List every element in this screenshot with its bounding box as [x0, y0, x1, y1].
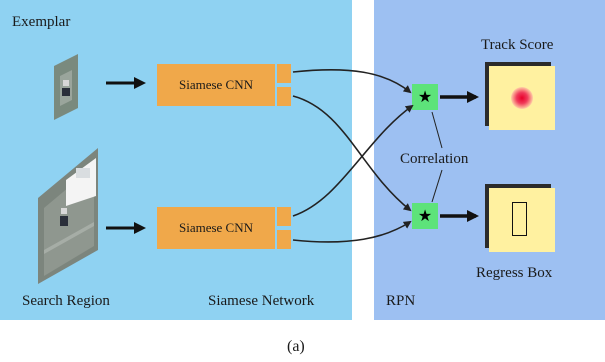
regress-box-label: Regress Box: [476, 265, 553, 281]
exemplar-label: Exemplar: [12, 14, 71, 30]
correlation-label: Correlation: [400, 151, 469, 167]
leader-corr-bot: [431, 169, 443, 203]
siamese-cnn-bottom-label: Siamese CNN: [178, 220, 254, 235]
leader-corr-top: [431, 111, 443, 149]
feature-branch-cls-top: [277, 64, 291, 83]
track-score-label: Track Score: [481, 37, 554, 53]
score-peak-icon: [511, 87, 533, 109]
rpn-panel: [374, 0, 605, 320]
rpn-label: RPN: [386, 293, 416, 309]
star-icon: ★: [417, 89, 433, 106]
figure-caption: (a): [287, 338, 305, 355]
regress-box-map: [489, 188, 555, 252]
track-score-map: [489, 66, 555, 130]
siamese-cnn-top: Siamese CNN: [157, 64, 275, 106]
siamese-cnn-top-label: Siamese CNN: [178, 77, 254, 92]
arrow-top-cls-to-corr-top: [292, 68, 412, 94]
arrow-top-reg-to-corr-bot: [292, 95, 412, 212]
search-region-label: Search Region: [22, 293, 110, 309]
bounding-box-icon: [512, 202, 527, 236]
feature-branch-reg-top: [277, 87, 291, 106]
siamese-cnn-bottom: Siamese CNN: [157, 207, 275, 249]
siamese-network-label: Siamese Network: [208, 293, 315, 309]
arrow-bot-reg-to-corr-bot: [292, 220, 412, 243]
feature-branch-cls-bottom: [277, 207, 291, 226]
feature-branch-reg-bottom: [277, 230, 291, 249]
star-icon: ★: [417, 208, 433, 225]
correlation-op-bottom: ★: [412, 203, 438, 229]
arrow-bot-cls-to-corr-top: [292, 104, 414, 217]
correlation-op-top: ★: [412, 84, 438, 110]
